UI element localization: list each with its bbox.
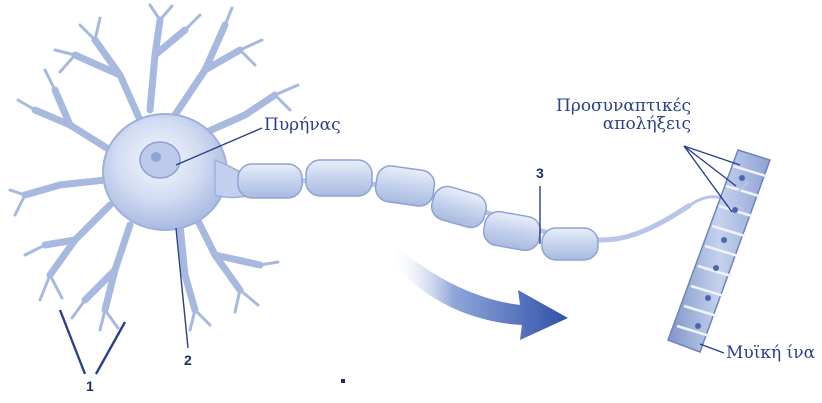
cell-body	[103, 114, 250, 230]
muscle-fiber	[668, 150, 770, 352]
number-1-label: 1	[86, 378, 94, 394]
presynaptic-terminals-label-line2: απολήξεις	[600, 116, 691, 134]
muscle-fiber-label: Μυϊκή ίνα	[726, 345, 815, 363]
axon	[238, 160, 730, 260]
number-3-label: 3	[536, 165, 544, 181]
number-2-label: 2	[184, 352, 192, 368]
nucleus-label: Πυρήνας	[264, 117, 341, 135]
myelin-segments	[238, 160, 598, 260]
signal-direction-arrow	[392, 248, 568, 340]
presynaptic-terminals-label: Προσυναπτικές απολήξεις	[556, 98, 691, 134]
dot-mark	[341, 379, 345, 383]
